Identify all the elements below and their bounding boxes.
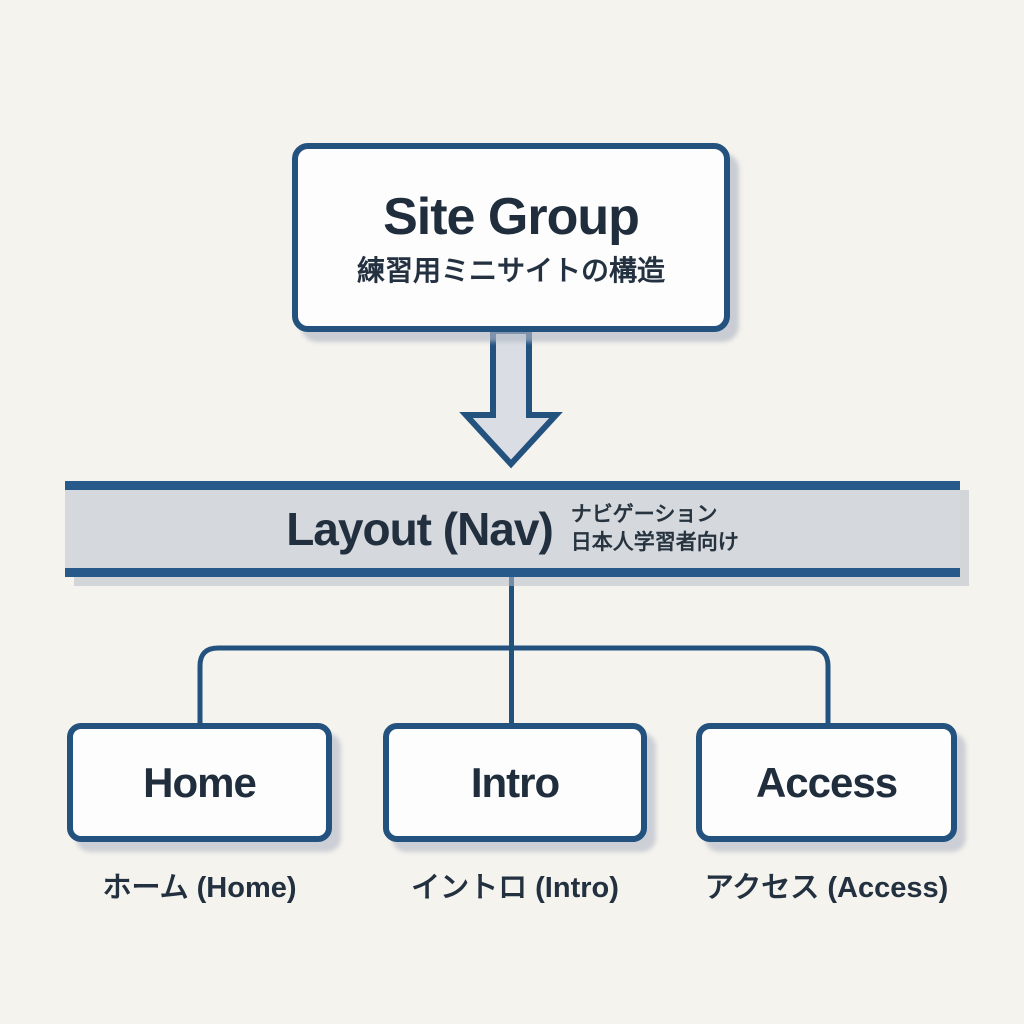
child-node-access: Access (696, 723, 957, 842)
child-label-access: Access (755, 758, 898, 806)
nav-bar-note: ナビゲーション 日本人学習者向け (571, 503, 739, 555)
down-arrow-icon (459, 328, 563, 469)
nav-bar-layout: Layout (Nav) ナビゲーション 日本人学習者向け (65, 481, 960, 577)
child-node-home: Home (67, 723, 332, 842)
connector-branch (197, 645, 831, 723)
child-node-intro: Intro (383, 723, 647, 842)
caption-access: アクセス (Access) (704, 872, 949, 904)
root-node-site-group: Site Group 練習用ミニサイトの構造 (292, 143, 730, 332)
caption-intro: イントロ (Intro) (411, 872, 619, 904)
root-title: Site Group (383, 187, 640, 246)
child-label-home: Home (143, 758, 257, 806)
nav-bar-note-line-2: 日本人学習者向け (570, 531, 739, 554)
child-label-intro: Intro (470, 758, 560, 806)
caption-home: ホーム (Home) (102, 872, 297, 904)
nav-bar-note-line-1: ナビゲーション (570, 502, 718, 526)
root-subtitle: 練習用ミニサイトの構造 (356, 254, 665, 286)
nav-bar-title: Layout (Nav) (286, 503, 554, 555)
